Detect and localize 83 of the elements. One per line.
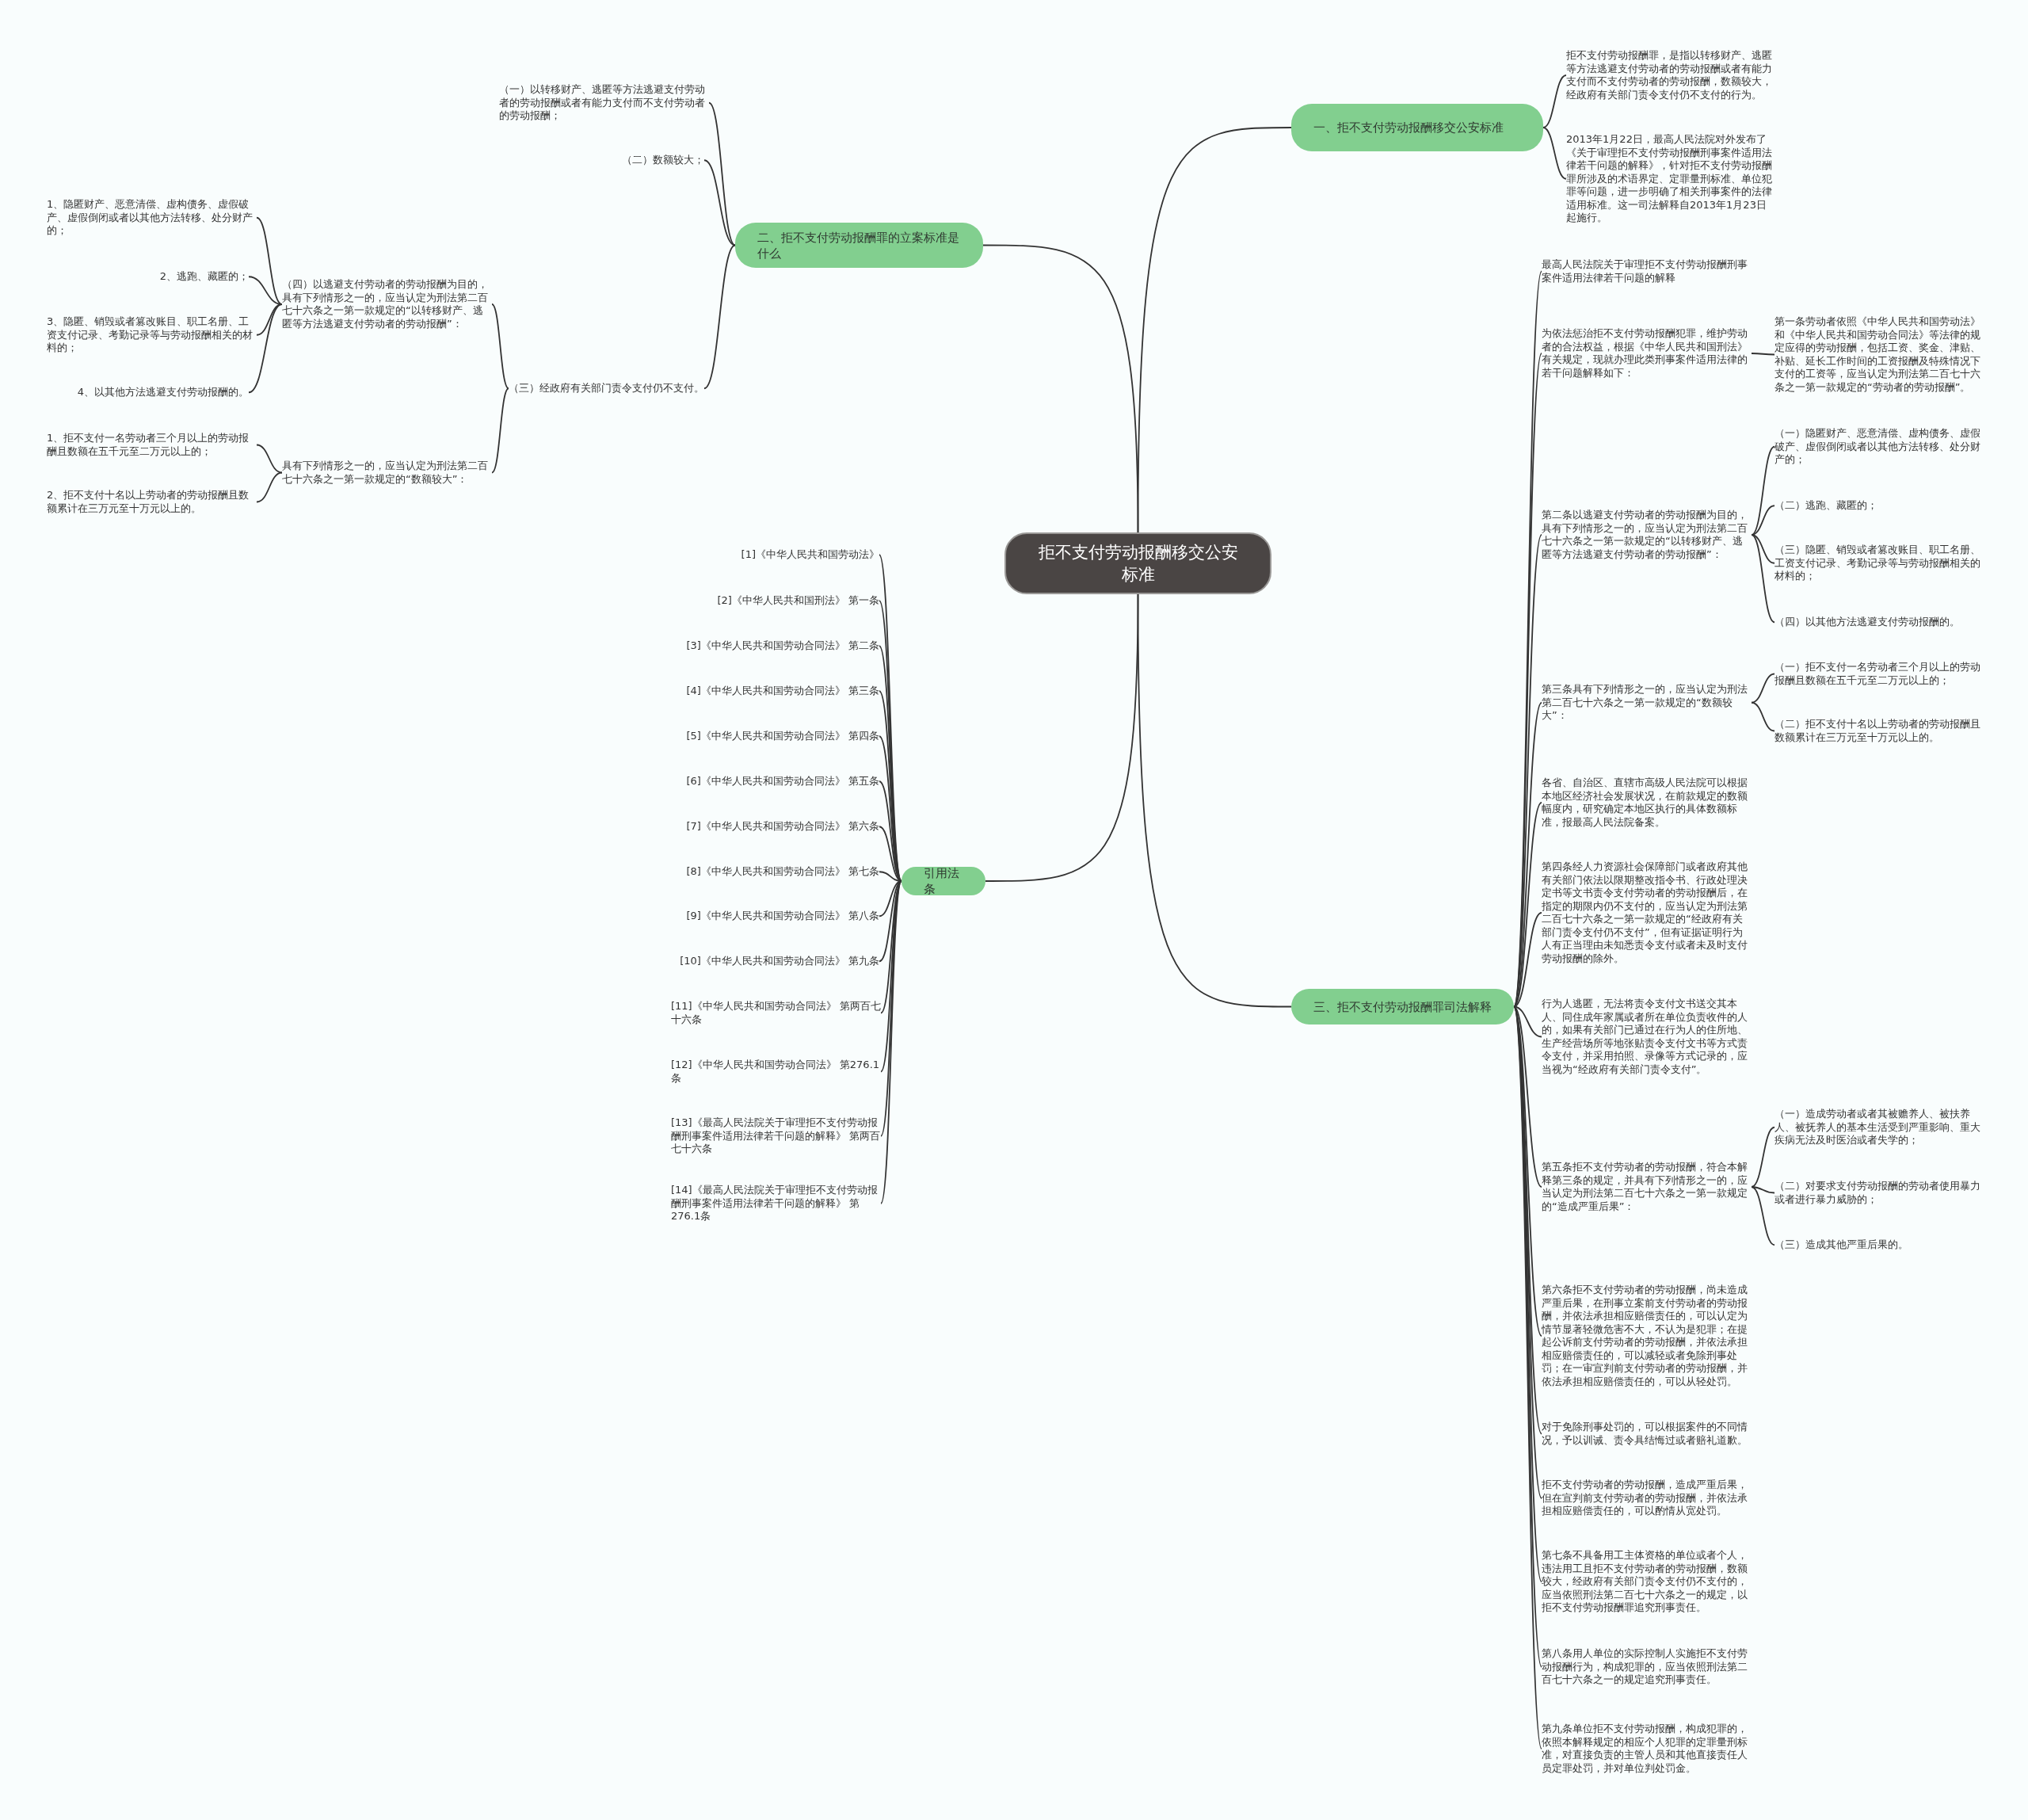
- note-text: 行为人逃匿，无法将责令支付文书送交其本人、同住成年家属或者所在单位负责收件的人的，如果有关部门已通过在行为人的住所地、生产经营场所等地张贴责令支付文书等方式责令支付，并采用拍照、录像等方式记录的，应当视为“经政府有关部门责令支付”。: [1542, 998, 1752, 1076]
- note-text: 拒不支付劳动报酬罪，是指以转移财产、逃匿等方法逃避支付劳动者的劳动报酬或者有能力支付而不支付劳动者的劳动报酬，数额较大，经政府有关部门责令支付仍不支付的行为。: [1566, 49, 1776, 101]
- note-text: [12]《中华人民共和国劳动合同法》 第276.1条: [671, 1059, 881, 1085]
- note-text: （二）逃跑、藏匿的；: [1774, 499, 1877, 513]
- connector-line: [1513, 912, 1542, 1008]
- connector-line: [982, 244, 1139, 533]
- connector-line: [1751, 534, 1775, 624]
- connector-line: [1751, 353, 1775, 356]
- note-text: 具有下列情形之一的，应当认定为刑法第二百七十六条之一第一款规定的“数额较大”：: [282, 460, 492, 486]
- connector-line: [703, 159, 736, 246]
- note-text: 各省、自治区、直辖市高级人民法院可以根据本地区经济社会发展状况，在前款规定的数额幅度内，研究确定本地区执行的具体数额标准，报最高人民法院备案。: [1542, 776, 1752, 829]
- note-text: 拒不支付劳动者的劳动报酬，造成严重后果，但在宣判前支付劳动者的劳动报酬，并依法承担相应赔偿责任的，可以酌情从宽处罚。: [1542, 1479, 1752, 1518]
- note-text: （一）以转移财产、逃匿等方法逃避支付劳动者的劳动报酬或者有能力支付而不支付劳动者的劳动报酬；: [499, 83, 709, 123]
- connector-line: [880, 880, 902, 1204]
- note-text: （四）以逃避支付劳动者的劳动报酬为目的，具有下列情形之一的，应当认定为刑法第二百七十六条之一第一款规定的“以转移财产、逃匿等方法逃避支付劳动者的劳动报酬”：: [282, 278, 492, 330]
- note-text: [10]《中华人民共和国劳动合同法》 第九条: [680, 955, 879, 968]
- connector-line: [708, 101, 736, 246]
- branch-topic: 二、拒不支付劳动报酬罪的立案标准是什么: [735, 223, 983, 268]
- connector-line: [1513, 1005, 1542, 1038]
- central-topic: 拒不支付劳动报酬移交公安标准: [1004, 532, 1271, 594]
- note-text: 对于免除刑事处罚的，可以根据案件的不同情况，予以训诫、责令具结悔过或者赔礼道歉。: [1542, 1421, 1752, 1447]
- connector-line: [1751, 1186, 1775, 1194]
- connector-line: [256, 444, 283, 474]
- note-text: [14]《最高人民法院关于审理拒不支付劳动报酬刑事案件适用法律若干问题的解释》 第276.1条: [671, 1184, 881, 1223]
- note-text: 2、逃跑、藏匿的；: [159, 270, 249, 284]
- connector-line: [256, 303, 283, 336]
- branch-topic: 一、拒不支付劳动报酬移交公安标准: [1291, 104, 1543, 151]
- note-text: [13]《最高人民法院关于审理拒不支付劳动报酬刑事案件适用法律若干问题的解释》 第两百七十六条: [671, 1116, 881, 1156]
- note-text: （一）造成劳动者或者其被赡养人、被扶养人、被抚养人的基本生活受到严重影响、重大疾病无法及时医治或者失学的；: [1774, 1108, 1984, 1147]
- note-text: [5]《中华人民共和国劳动合同法》 第四条: [686, 730, 879, 743]
- branch-topic: 引用法条: [902, 867, 985, 895]
- note-text: （四）以其他方法逃避支付劳动报酬的。: [1774, 616, 1960, 629]
- connector-line: [1751, 1126, 1775, 1188]
- branch-topic: 三、拒不支付劳动报酬罪司法解释: [1291, 989, 1514, 1024]
- note-text: （二）对要求支付劳动报酬的劳动者使用暴力或者进行暴力威胁的；: [1774, 1180, 1984, 1206]
- connector-line: [1751, 445, 1775, 536]
- note-text: （三）隐匿、销毁或者篡改账目、职工名册、工资支付记录、考勤记录等与劳动报酬相关的材料的；: [1774, 544, 1984, 583]
- note-text: 第一条劳动者依照《中华人民共和国劳动法》和《中华人民共和国劳动合同法》等法律的规定应得的劳动报酬，包括工资、奖金、津贴、补贴、延长工作时间的工资报酬及特殊情况下支付的工资等，应当认定为刑法第二百七十六条之一第一款规定的“劳动者的劳动报酬”。: [1774, 315, 1984, 394]
- note-text: [6]《中华人民共和国劳动合同法》 第五条: [686, 775, 879, 788]
- connector-line: [1542, 74, 1567, 128]
- note-text: 第七条不具备用工主体资格的单位或者个人，违法用工且拒不支付劳动者的劳动报酬，数额较大，经政府有关部门责令支付仍不支付的，应当依照刑法第二百七十六条之一的规定，以拒不支付劳动报酬罪追究刑事责任。: [1542, 1549, 1752, 1615]
- note-text: [3]《中华人民共和国劳动合同法》 第二条: [686, 639, 879, 653]
- connector-line: [1542, 127, 1567, 180]
- note-text: 第三条具有下列情形之一的，应当认定为刑法第二百七十六条之一第一款规定的“数额较大”：: [1542, 683, 1752, 723]
- connector-line: [256, 471, 283, 503]
- note-text: 2013年1月22日，最高人民法院对外发布了《关于审理拒不支付劳动报酬刑事案件适用法律若干问题的解释》，针对拒不支付劳动报酬罪所涉及的术语界定、定罪量刑标准、单位犯罪等问题，进一步明确了相关刑事案件的法律适用标准。这一司法解释自2013年1月23日起施行。: [1566, 133, 1776, 225]
- note-text: [4]《中华人民共和国劳动合同法》 第三条: [686, 685, 879, 698]
- note-text: [8]《中华人民共和国劳动合同法》 第七条: [686, 865, 879, 879]
- connector-line: [1513, 1005, 1542, 1188]
- note-text: 第八条用人单位的实际控制人实施拒不支付劳动报酬行为，构成犯罪的，应当依照刑法第二百七十六条之一的规定追究刑事责任。: [1542, 1647, 1752, 1687]
- note-text: （二）数额较大；: [622, 154, 704, 167]
- connector-line: [248, 303, 283, 394]
- note-text: （三）经政府有关部门责令支付仍不支付。: [509, 382, 704, 395]
- note-text: 3、隐匿、销毁或者篡改账目、职工名册、工资支付记录、考勤记录等与劳动报酬相关的材料的；: [47, 315, 257, 355]
- connector-line: [256, 216, 283, 305]
- note-text: 为依法惩治拒不支付劳动报酬犯罪，维护劳动者的合法权益，根据《中华人民共和国刑法》有关规定，现就办理此类刑事案件适用法律的若干问题解释如下：: [1542, 327, 1752, 380]
- note-text: [11]《中华人民共和国劳动合同法》 第两百七十六条: [671, 1000, 881, 1026]
- note-text: （三）造成其他严重后果的。: [1774, 1238, 1908, 1252]
- note-text: （一）隐匿财产、恶意清偿、虚构债务、虚假破产、虚假倒闭或者以其他方法转移、处分财产的；: [1774, 427, 1984, 467]
- note-text: （一）拒不支付一名劳动者三个月以上的劳动报酬且数额在五千元至二万元以上的；: [1774, 661, 1984, 687]
- note-text: [9]《中华人民共和国劳动合同法》 第八条: [686, 910, 879, 923]
- note-text: 第五条拒不支付劳动者的劳动报酬，符合本解释第三条的规定，并具有下列情形之一的，应当认定为刑法第二百七十六条之一第一款规定的“造成严重后果”：: [1542, 1161, 1752, 1213]
- note-text: [7]《中华人民共和国劳动合同法》 第六条: [686, 820, 879, 834]
- note-text: 4、以其他方法逃避支付劳动报酬的。: [77, 386, 249, 399]
- note-text: 2、拒不支付十名以上劳动者的劳动报酬且数额累计在三万元至十万元以上的。: [47, 489, 257, 515]
- connector-line: [1751, 534, 1775, 564]
- connector-line: [1751, 673, 1775, 704]
- note-text: 第六条拒不支付劳动者的劳动报酬，尚未造成严重后果，在刑事立案前支付劳动者的劳动报酬，并依法承担相应赔偿责任的，可以认定为情节显著轻微危害不大，不认为是犯罪；在提起公诉前支付劳动者的劳动报酬，并依法承担相应赔偿责任的，可以减轻或者免除刑事处罚；在一审宣判前支付劳动者的劳动报酬，并依法承担相应赔偿责任的，可以从轻处罚。: [1542, 1284, 1752, 1388]
- connector-line: [703, 244, 736, 390]
- connector-line: [1751, 1186, 1775, 1246]
- connector-line: [1751, 701, 1775, 732]
- connector-line: [491, 303, 509, 390]
- connector-line: [1137, 593, 1292, 1008]
- note-text: 第二条以逃避支付劳动者的劳动报酬为目的，具有下列情形之一的，应当认定为刑法第二百七十六条之一第一款规定的“以转移财产、逃匿等方法逃避支付劳动者的劳动报酬”：: [1542, 509, 1752, 561]
- note-text: 1、隐匿财产、恶意清偿、虚构债务、虚假破产、虚假倒闭或者以其他方法转移、处分财产的；: [47, 198, 257, 238]
- note-text: [1]《中华人民共和国劳动法》: [741, 548, 879, 562]
- note-text: 第九条单位拒不支付劳动报酬，构成犯罪的，依照本解释规定的相应个人犯罪的定罪量刑标准，对直接负责的主管人员和其他直接责任人员定罪处罚，并对单位判处罚金。: [1542, 1723, 1752, 1775]
- note-text: 最高人民法院关于审理拒不支付劳动报酬刑事案件适用法律若干问题的解释: [1542, 258, 1752, 284]
- connector-line: [491, 387, 509, 474]
- note-text: （二）拒不支付十名以上劳动者的劳动报酬且数额累计在三万元至十万元以上的。: [1774, 718, 1984, 744]
- note-text: 1、拒不支付一名劳动者三个月以上的劳动报酬且数额在五千元至二万元以上的；: [47, 432, 257, 458]
- note-text: [2]《中华人民共和国刑法》 第一条: [717, 594, 879, 608]
- note-text: 第四条经人力资源社会保障部门或者政府其他有关部门依法以限期整改指令书、行政处理决定书等文书责令支付劳动者的劳动报酬后，在指定的期限内仍不支付的，应当认定为刑法第二百七十六条之一第一款规定的“经政府有关部门责令支付仍不支付”，但有证据证明行为人有正当理由未知悉责令支付或者未及时支付劳动报酬的除外。: [1542, 860, 1752, 965]
